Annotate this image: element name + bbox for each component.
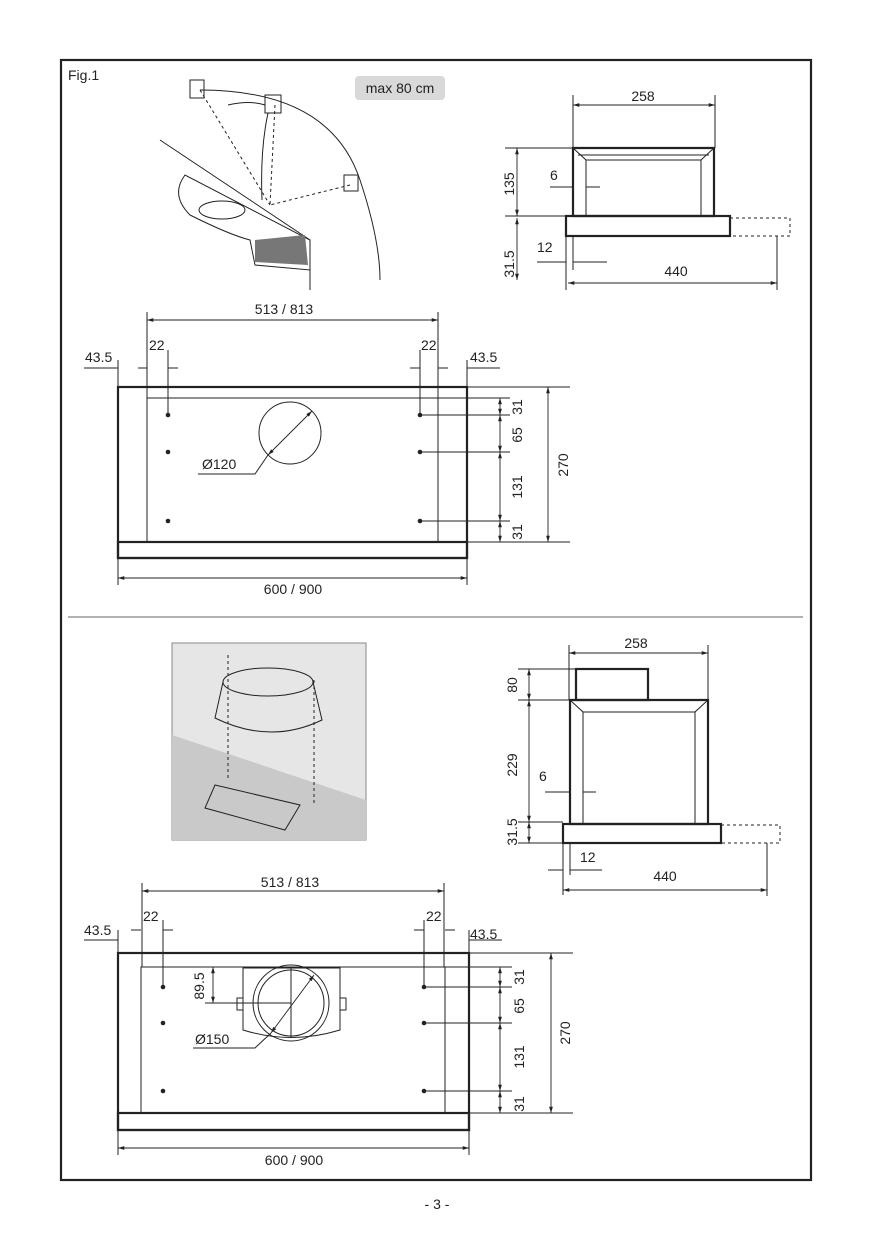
max-height-badge [355,76,445,100]
dim-v2: 65 [511,998,527,1014]
dim-margin-left: 43.5 [84,922,111,938]
dim-height: 229 [504,753,520,777]
dim-total-depth: 270 [555,453,571,477]
motor-mounting-illustration [171,642,367,841]
mounting-illustration: max 80 cm [159,76,445,290]
dim-v3: 131 [509,475,525,499]
dim-width: 600 / 900 [265,1152,324,1168]
figure-label: Fig.1 [68,67,99,83]
bottom-side-view: 258 80 229 6 31.5 12 440 [504,635,781,896]
dim-margin-right: 43.5 [470,926,497,942]
dim-width: 258 [624,635,648,651]
dim-hole-spacing: 513 / 813 [261,874,320,890]
dim-width: 600 / 900 [264,581,323,597]
dim-margin-left: 43.5 [85,349,112,365]
top-side-view: 258 135 6 31.5 12 440 [501,88,791,290]
dim-v3: 131 [511,1045,527,1069]
dim-edge-left: 22 [149,337,165,353]
dim-margin-right: 43.5 [470,349,497,365]
dim-motor-height: 80 [504,677,520,693]
dim-total-depth: 270 [557,1021,573,1045]
dim-v1: 31 [509,399,525,415]
dim-edge-right: 22 [426,908,442,924]
dim-base-height: 31.5 [501,250,517,277]
dim-offset: 12 [537,239,553,255]
dim-v2: 65 [509,427,525,443]
dim-depth: 440 [653,868,677,884]
dim-offset: 12 [580,849,596,865]
dim-height: 135 [501,172,517,196]
dim-v4: 31 [509,524,525,540]
dim-inset: 6 [539,768,547,784]
dim-edge-left: 22 [143,908,159,924]
dim-diameter: Ø120 [202,456,236,472]
dim-hole-spacing: 513 / 813 [255,301,314,317]
page-frame [59,58,813,1182]
max-height-label: max 80 cm [366,80,434,96]
dim-depth: 440 [664,263,688,279]
dim-diameter: Ø150 [195,1031,229,1047]
dim-inset: 6 [550,167,558,183]
bottom-plan-view: Ø150 89.5 513 / 813 22 22 43.5 43.5 31 6… [84,874,573,1168]
dim-base-height: 31.5 [504,818,520,845]
dim-v1: 31 [511,969,527,985]
dim-width: 258 [631,88,655,104]
page-number: - 3 - [425,1196,450,1212]
dim-edge-right: 22 [421,337,437,353]
dim-v4: 31 [511,1096,527,1112]
dim-center-offset: 89.5 [191,972,207,999]
top-plan-view: Ø120 513 / 813 22 22 43.5 43.5 31 65 131… [84,301,571,597]
